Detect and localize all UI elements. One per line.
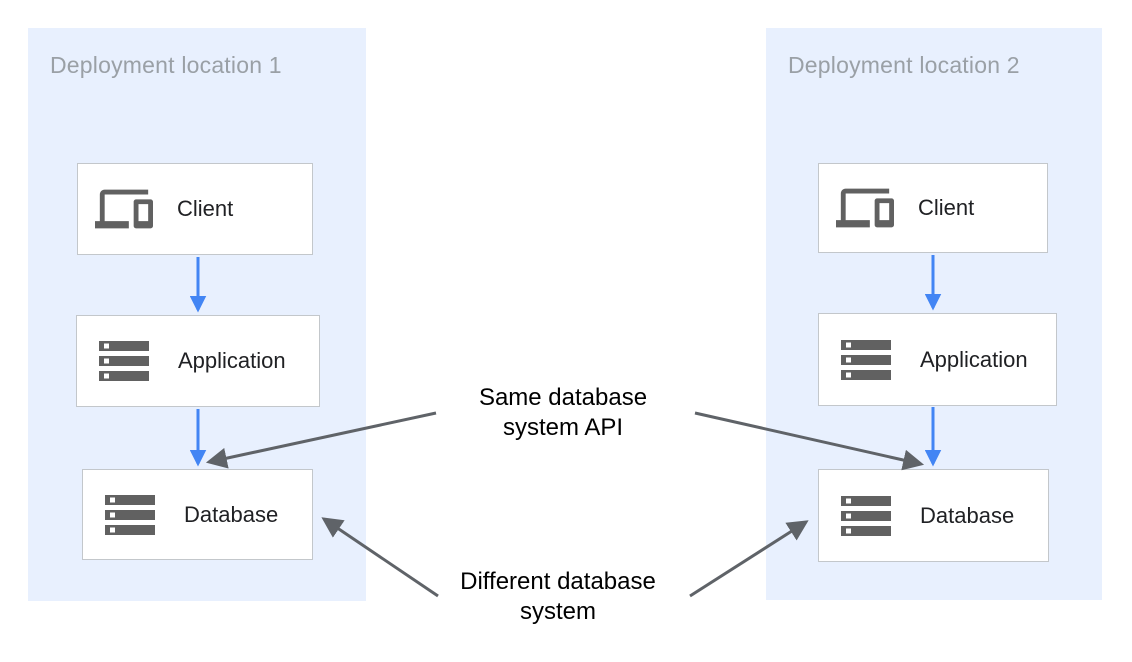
client-node-1: Client (77, 163, 313, 255)
storage-icon (100, 485, 160, 545)
database-node-1: Database (82, 469, 313, 560)
annotation-line: system API (502, 414, 624, 441)
annotation-line: Different database (460, 568, 656, 595)
application-node-1: Application (76, 315, 320, 407)
application-node-2: Application (818, 313, 1057, 406)
storage-icon (94, 331, 154, 391)
storage-icon (836, 486, 896, 546)
annotation-same-database-api: Same database system API (458, 383, 668, 443)
node-label: Application (178, 348, 286, 373)
node-label: Client (177, 196, 234, 221)
node-label: Database (920, 502, 1015, 528)
node-label: Client (918, 195, 975, 220)
panel-title-2: Deployment location 2 (788, 52, 1020, 78)
annotation-different-database-system: Different database system (448, 567, 668, 627)
devices-icon (836, 179, 894, 237)
node-label: Database (184, 501, 279, 527)
storage-icon (836, 330, 896, 390)
client-node-2: Client (818, 163, 1048, 253)
annotation-line: system (519, 598, 596, 625)
database-node-2: Database (818, 469, 1049, 562)
panel-title-1: Deployment location 1 (50, 52, 282, 78)
node-label: Application (920, 346, 1028, 372)
devices-icon (95, 180, 153, 238)
annotation-line: Same database (478, 384, 648, 411)
